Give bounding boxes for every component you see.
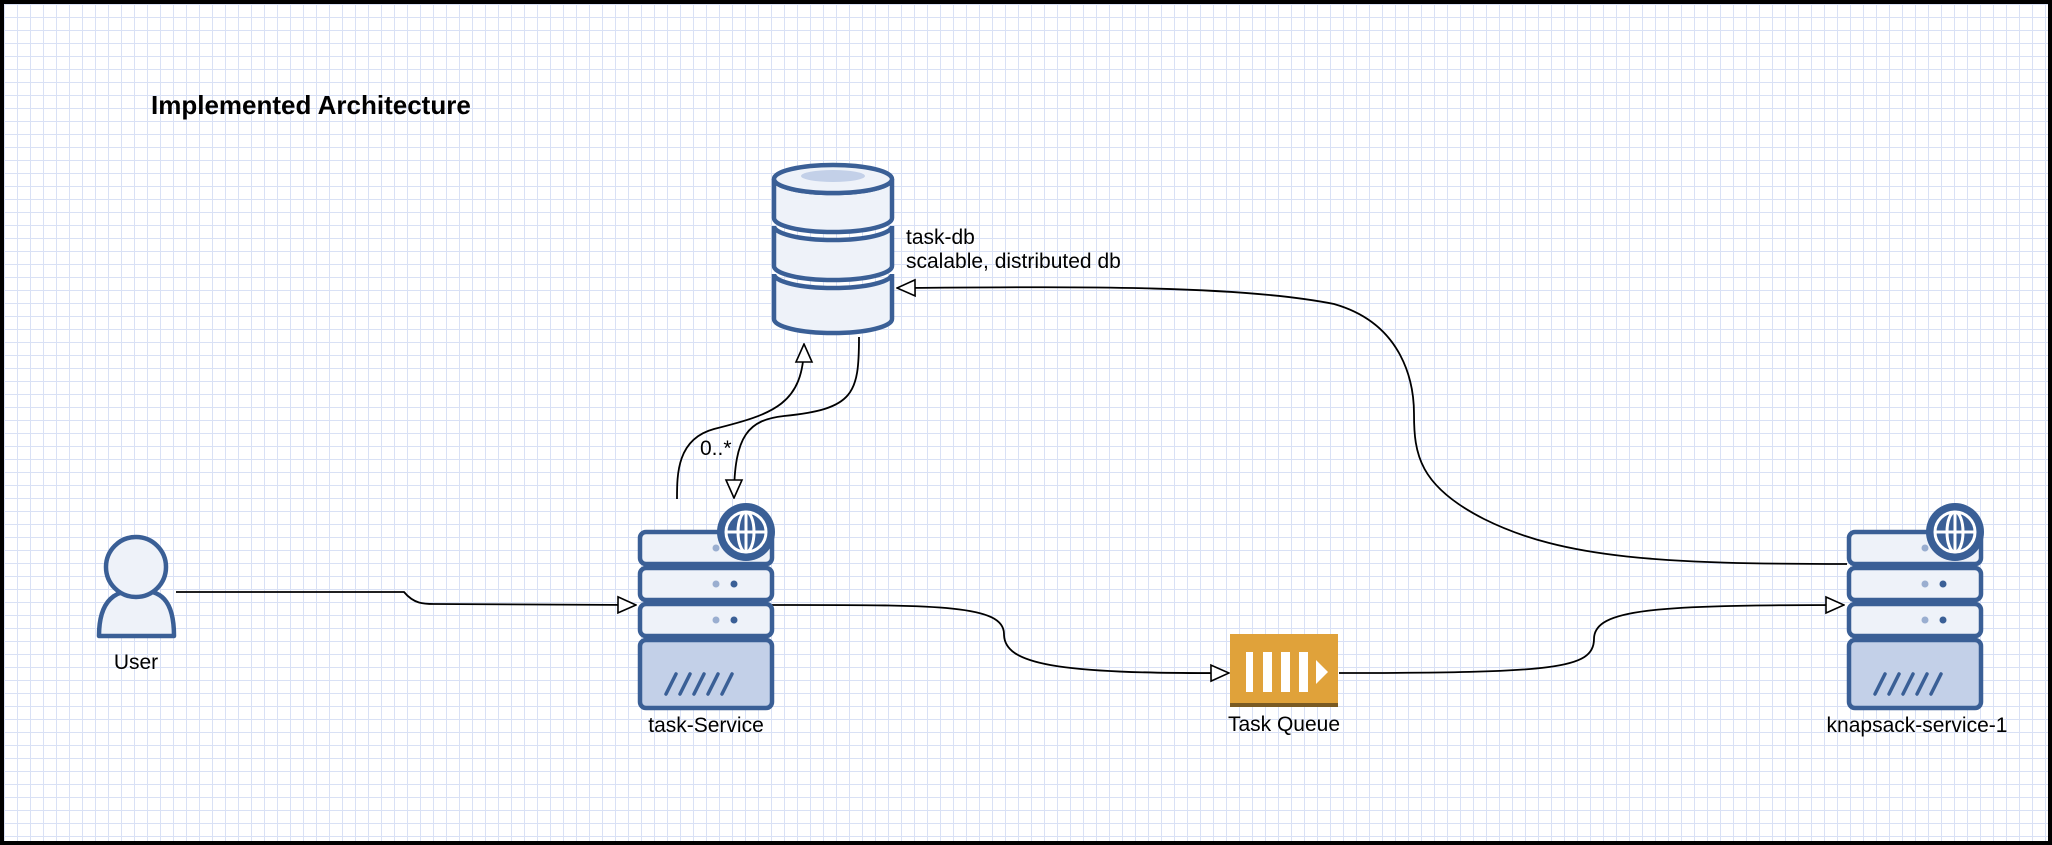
user-label: User [113,651,159,674]
edge-user-to-task-service [176,591,636,605]
task-db-description: scalable, distributed db [906,250,1121,273]
edge-task-service-to-task-db [676,344,804,500]
server-globe-icon [1846,503,1984,711]
edge-knapsack-to-task-db [897,287,1848,565]
user-icon [96,534,177,639]
edge-task-db-to-task-service [734,336,860,498]
queue-icon [1230,634,1338,707]
task-service-label: task-Service [648,714,764,737]
diagram-title: Implemented Architecture [151,90,471,120]
edge-task-queue-to-knapsack [1338,605,1844,674]
task-queue-label: Task Queue [1227,713,1341,736]
server-globe-icon [637,503,775,711]
globe-icon [717,503,775,561]
task-db-label: task-db [906,226,975,249]
globe-icon [1926,503,1984,561]
edge-task-service-to-task-queue [771,604,1229,673]
database-icon [771,162,895,336]
edge-multiplicity-label: 0..* [700,437,732,460]
architecture-diagram [96,162,1984,711]
knapsack-service-label: knapsack-service-1 [1826,714,2008,737]
